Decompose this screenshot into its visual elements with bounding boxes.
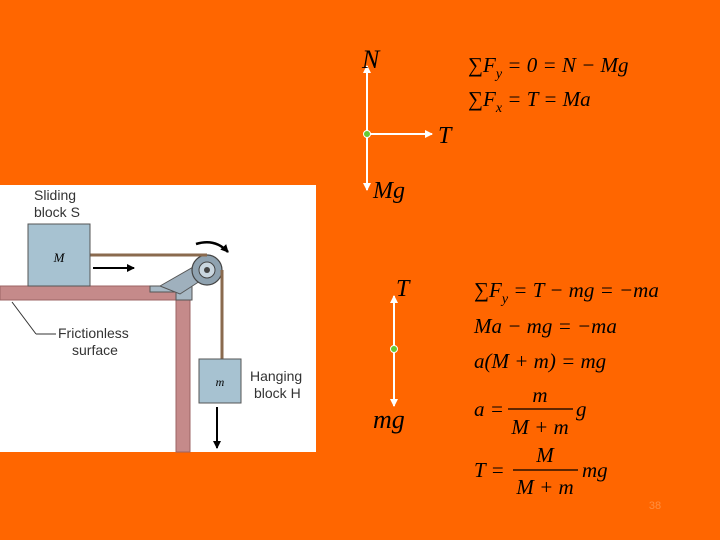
sliding-label-line2: block S (34, 204, 80, 220)
eq2-sub: x (495, 101, 503, 116)
equations: ∑Fy = 0 = N − Mg ∑Fx = T = Ma ∑Fy = T − … (468, 53, 659, 499)
sliding-label-line1: Sliding (34, 187, 76, 203)
block-M-label: M (53, 250, 66, 265)
eq6-lhs: a = (474, 397, 504, 421)
eq6-rhs: g (576, 397, 587, 421)
eq2-rest: = T = Ma (502, 87, 591, 111)
tension-label-bottom: T (396, 276, 411, 302)
frictionless-label-line1: Frictionless (58, 325, 129, 341)
eq3-rest: = T − mg = −ma (508, 278, 659, 302)
equation-acceleration: a = m M + m g (474, 383, 587, 439)
page-number: 38 (648, 500, 662, 512)
eq1-sum: ∑F (468, 53, 496, 77)
normal-force-label: N (361, 45, 381, 74)
eq7-numerator: M (535, 443, 555, 467)
weight-label-bottom: mg (373, 405, 405, 434)
sliding-block (27, 223, 91, 287)
fbd-sliding-block: N T Mg (361, 45, 453, 204)
physics-figure: M m Sliding block S Frictionless surface… (0, 185, 316, 453)
equation-sum-fy-bottom: ∑Fy = T − mg = −ma (474, 278, 659, 307)
hanging-label-line2: block H (254, 385, 301, 401)
pulley-axle (204, 267, 210, 273)
eq1-rest: = 0 = N − Mg (502, 53, 629, 77)
fbd-point-bottom (390, 345, 398, 353)
eq7-lhs: T = (474, 458, 505, 482)
eq3-sub: y (500, 292, 509, 307)
block-m-label: m (216, 375, 225, 389)
eq2-sum: ∑F (468, 87, 496, 111)
rotation-arrow (195, 241, 229, 253)
eq1-sub: y (494, 67, 503, 82)
fbd-hanging-block: T mg (373, 276, 411, 434)
tension-label-top: T (438, 123, 453, 149)
equation-tension: T = M M + m mg (474, 443, 608, 499)
hanging-block (198, 358, 242, 404)
equation-combined: Ma − mg = −ma (473, 314, 617, 338)
eq6-numerator: m (532, 383, 547, 407)
equation-sum-fx: ∑Fx = T = Ma (468, 87, 591, 116)
hanging-label-line1: Hanging (250, 368, 302, 384)
equation-sum-fy-top: ∑Fy = 0 = N − Mg (468, 53, 629, 82)
eq6-denominator: M + m (510, 415, 568, 439)
frictionless-label-line2: surface (72, 342, 118, 358)
equation-factored: a(M + m) = mg (474, 349, 606, 373)
eq7-denominator: M + m (515, 475, 573, 499)
weight-label-top: Mg (372, 178, 405, 204)
eq7-rhs: mg (582, 458, 608, 482)
eq3-sum: ∑F (474, 278, 502, 302)
frictionless-leader-line (11, 301, 37, 335)
fbd-point-top (363, 130, 371, 138)
